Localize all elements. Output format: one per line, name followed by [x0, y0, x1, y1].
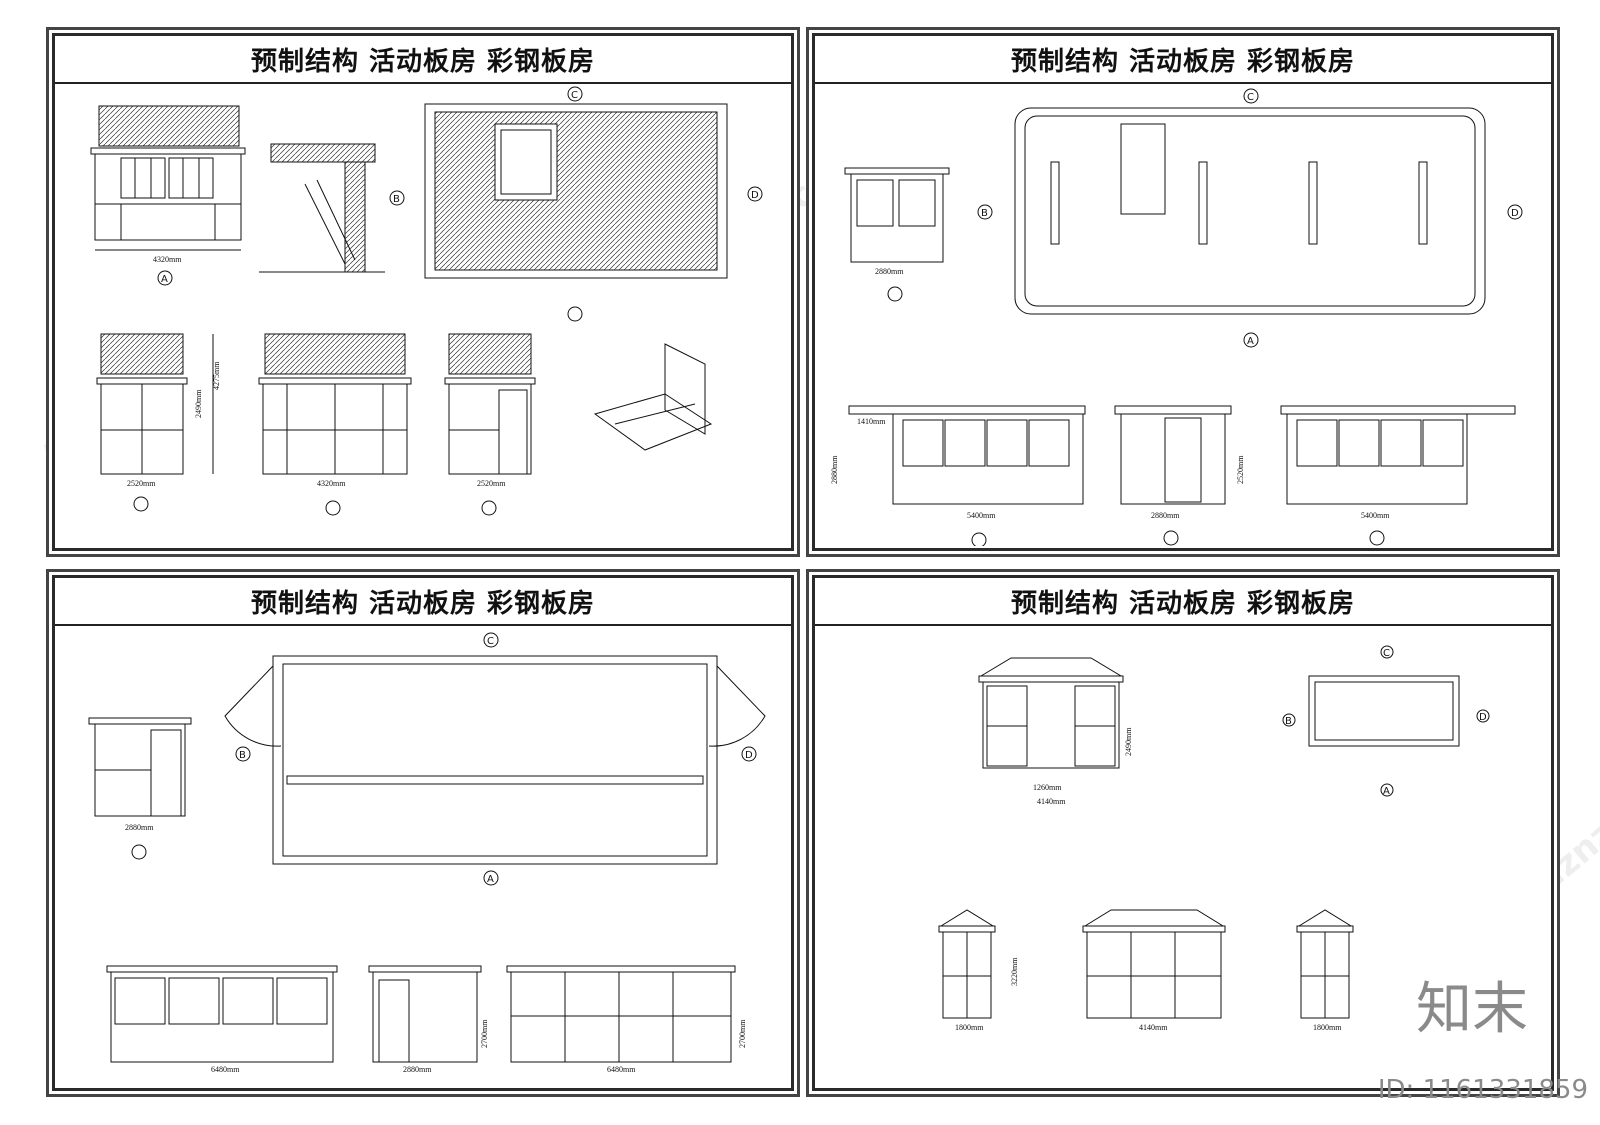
dim-label: 5400mm: [967, 511, 996, 520]
dim-label: 3220mm: [1010, 957, 1019, 986]
elevation-d: [444, 333, 536, 475]
dim-label: 6480mm: [607, 1065, 636, 1074]
marker-b: B: [981, 208, 988, 219]
elevation-c-long: [1280, 405, 1516, 505]
dim-label: 4320mm: [153, 255, 182, 264]
elevation-c: [258, 333, 412, 475]
elevation-a-long: [848, 405, 1086, 505]
drawing-sheet-4: 预制结构 活动板房 彩钢板房: [812, 575, 1554, 1091]
marker-c: C: [1247, 92, 1254, 103]
dim-label: 1800mm: [1313, 1023, 1342, 1032]
id-label: ID: 1161331859: [1377, 1075, 1588, 1105]
elevation-a: [106, 965, 338, 1063]
dim-label: 2880mm: [125, 823, 154, 832]
sheet-title: 预制结构 活动板房 彩钢板房: [250, 46, 596, 77]
elevation-d-small: [88, 717, 192, 817]
marker-c: C: [1383, 648, 1390, 659]
dim-label: 6480mm: [211, 1065, 240, 1074]
roof-plan: [424, 103, 728, 279]
kiosk-elevation-1: [938, 909, 996, 1019]
dim-label: 4275mm: [212, 361, 221, 390]
dim-label: 2700mm: [480, 1019, 489, 1048]
sheet-title-bar: 预制结构 活动板房 彩钢板房: [815, 578, 1551, 626]
sheet-2-drawings: 2880mm 1410mm 2880mm 5400mm 2880mm 2520m…: [830, 88, 1523, 546]
marker-a: A: [487, 874, 494, 885]
marker-a: A: [1383, 786, 1390, 797]
drawing-sheet-1: 预制结构 活动板房 彩钢板房: [52, 33, 794, 551]
dim-label: 2490mm: [1124, 727, 1133, 756]
dim-label: 2700mm: [738, 1019, 747, 1048]
sheet-1-drawings: 4320mm 2520mm 4320mm 2520mm 2490mm 4275m…: [90, 86, 763, 516]
dim-label: 2880mm: [403, 1065, 432, 1074]
dim-label: 4140mm: [1139, 1023, 1168, 1032]
marker-b: B: [393, 194, 400, 205]
sheet-3-drawings: 2880mm 6480mm 2880mm 2700mm 6480mm 2700m…: [88, 632, 766, 1074]
dim-label: 1260mm: [1033, 783, 1062, 792]
sheet-title-bar: 预制结构 活动板房 彩钢板房: [55, 36, 791, 84]
dim-label: 2880mm: [1151, 511, 1180, 520]
sheet-title: 预制结构 活动板房 彩钢板房: [1010, 46, 1356, 77]
sheet-title-bar: 预制结构 活动板房 彩钢板房: [55, 578, 791, 626]
dim-label: 2880mm: [830, 455, 839, 484]
marker-c: C: [571, 90, 578, 101]
dim-label: 5400mm: [1361, 511, 1390, 520]
dim-label: 4320mm: [317, 479, 346, 488]
dim-label: 2520mm: [1236, 455, 1245, 484]
elevation-b: [96, 333, 214, 475]
sheet-title: 预制结构 活动板房 彩钢板房: [1010, 588, 1356, 619]
elevation-c: [506, 965, 736, 1063]
marker-a: A: [161, 274, 168, 285]
marker-d: D: [751, 190, 759, 201]
marker-a: A: [1247, 336, 1254, 347]
dim-label: 2490mm: [194, 389, 203, 418]
dim-label: 1800mm: [955, 1023, 984, 1032]
marker-b: B: [239, 750, 246, 761]
elevation-b: [368, 965, 482, 1063]
floor-plan: [1014, 107, 1486, 315]
marker-d: D: [1511, 208, 1519, 219]
drawing-sheet-2: 预制结构 活动板房 彩钢板房: [812, 33, 1554, 551]
elevation-a: [90, 105, 246, 251]
drawing-sheet-3: 预制结构 活动板房 彩钢板房: [52, 575, 794, 1091]
dim-label: 1410mm: [857, 417, 886, 426]
elevation-d-small: [844, 167, 950, 263]
section-detail-b: [259, 143, 385, 273]
pavilion-elevation: [978, 657, 1124, 769]
sheet-title: 预制结构 活动板房 彩钢板房: [250, 588, 596, 619]
dim-label: 2520mm: [127, 479, 156, 488]
floor-plan: [224, 655, 766, 865]
dim-label: 2880mm: [875, 267, 904, 276]
marker-d: D: [745, 750, 753, 761]
kiosk-elevation-3: [1296, 909, 1354, 1019]
marker-c: C: [487, 636, 494, 647]
dim-label: 4140mm: [1037, 797, 1066, 806]
sheet-title-bar: 预制结构 活动板房 彩钢板房: [815, 36, 1551, 84]
elevation-b-door: [1114, 405, 1232, 505]
dim-label: 2520mm: [477, 479, 506, 488]
brand-logo: 知末: [1416, 977, 1528, 1042]
sheet-4-drawings: 1260mm 4140mm 2490mm 1800mm 3220mm 4140m…: [938, 645, 1490, 1032]
plan-small: [1308, 675, 1460, 747]
marker-b: B: [1285, 716, 1292, 727]
kiosk-elevation-2: [1082, 909, 1226, 1019]
isometric-detail: [593, 343, 713, 451]
marker-d: D: [1479, 712, 1487, 723]
